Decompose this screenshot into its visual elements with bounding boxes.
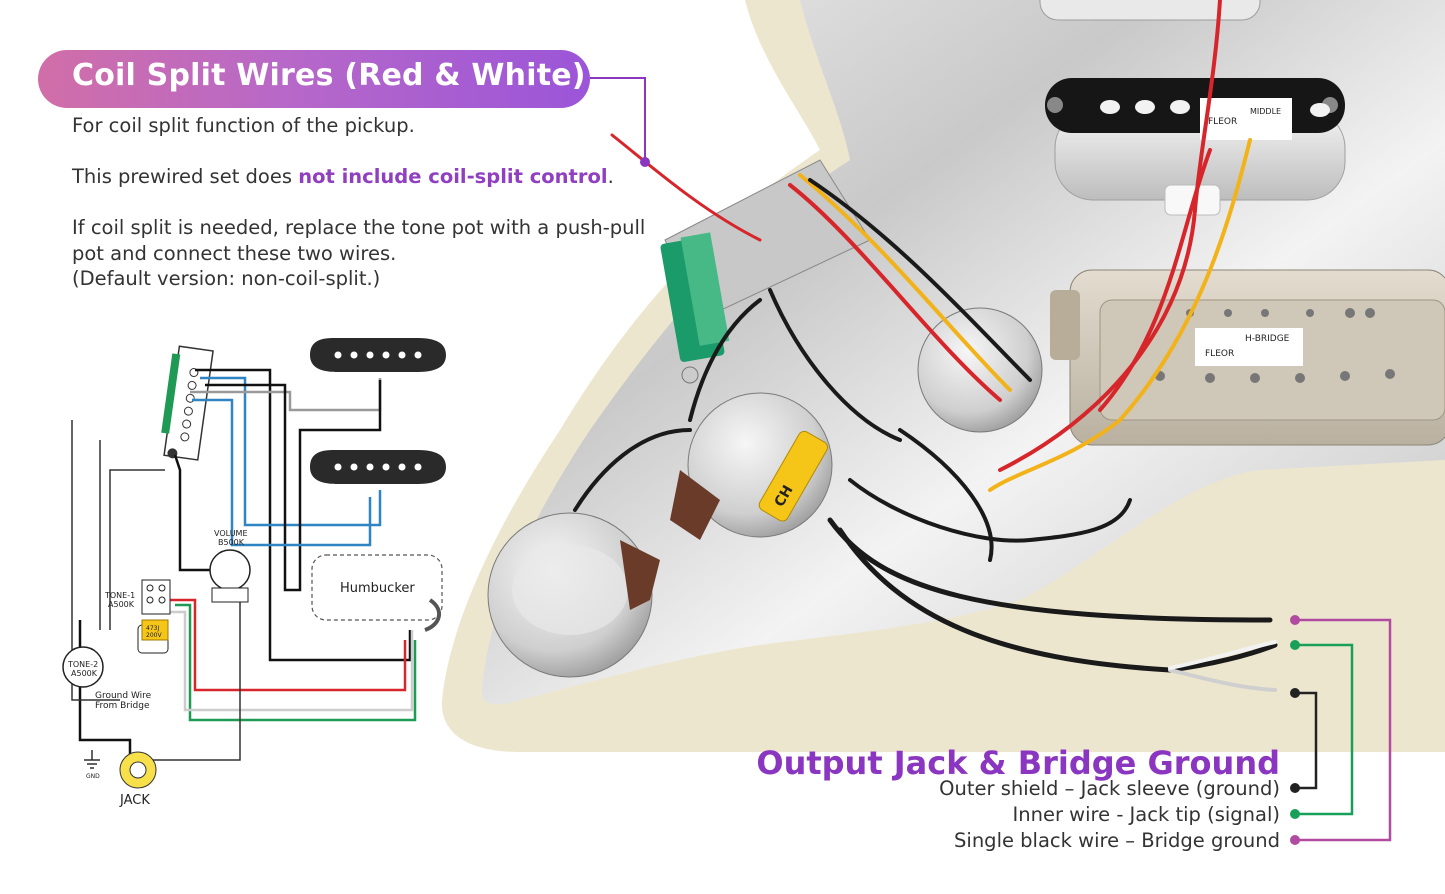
- tone2-label: TONE-2: [67, 660, 98, 669]
- hbridge-brand: FLEOR: [1205, 349, 1234, 359]
- schematic-tone2-pot: TONE-2 A500K: [62, 646, 104, 688]
- coil-split-line-1: For coil split function of the pickup.: [72, 114, 415, 137]
- coil-split-title: Coil Split Wires (Red & White): [72, 58, 586, 93]
- schematic-wires: [71, 368, 441, 761]
- schematic-tone1-pot: TONE-1 A500K: [104, 579, 171, 654]
- ground-wire-label-1: Ground Wire: [95, 691, 152, 701]
- pickguard-photo: FLEOR MIDDLE H-BRIDGE FLEOR: [441, 0, 1445, 752]
- ground-symbol-icon: [84, 750, 100, 769]
- output-leaders: [1290, 615, 1392, 845]
- output-line-outer-shield: Outer shield – Jack sleeve (ground): [939, 777, 1280, 800]
- output-line-inner-wire: Inner wire - Jack tip (signal): [1012, 803, 1280, 826]
- cap-voltage: 200V: [146, 632, 162, 639]
- schematic-humbucker: Humbucker: [311, 554, 443, 621]
- capacitor: CH: [758, 430, 829, 522]
- schematic-switch: [161, 345, 214, 461]
- photo-wires: [573, 0, 1278, 692]
- coil-split-line-3: If coil split is needed, replace the ton…: [72, 216, 646, 239]
- jack-icon: [119, 751, 157, 789]
- gnd-label: GND: [86, 773, 100, 780]
- schematic-pickup-neck: [310, 337, 446, 372]
- coil-split-line-4: pot and connect these two wires.: [72, 242, 397, 265]
- coil-split-line-5: (Default version: non-coil-split.): [72, 267, 381, 290]
- schematic-pickup-middle: [310, 449, 446, 484]
- ground-wire-label-2: From Bridge: [95, 701, 150, 711]
- tone2-value: A500K: [71, 669, 98, 678]
- schematic-capacitor: 473J 200V: [141, 619, 169, 641]
- cap-value: 473J: [146, 625, 159, 632]
- wiring-schematic: Humbucker: [62, 337, 446, 808]
- pot-2: CH: [670, 392, 833, 540]
- volume-value: B500K: [218, 538, 245, 547]
- coil-split-leader: [590, 77, 650, 167]
- volume-label: VOLUME: [214, 529, 248, 538]
- neck-pickup-partial: [1039, 0, 1261, 21]
- jack-label: JACK: [119, 793, 150, 808]
- humbucker-label: Humbucker: [340, 581, 415, 596]
- coil-split-line-2-post: .: [607, 165, 614, 188]
- coil-split-highlight: not include coil-split control: [298, 165, 608, 188]
- coil-split-line-2: This prewired set does not include coil-…: [72, 165, 614, 188]
- pot-1: [487, 512, 660, 678]
- output-jack-title: Output Jack & Bridge Ground: [756, 744, 1280, 782]
- bridge-humbucker: H-BRIDGE FLEOR: [1050, 269, 1445, 446]
- tone1-value: A500K: [108, 600, 135, 609]
- hbridge-label: H-BRIDGE: [1245, 334, 1290, 344]
- tone1-label: TONE-1: [104, 591, 135, 600]
- middle-pickup-label: MIDDLE: [1250, 107, 1281, 116]
- middle-pickup-brand: FLEOR: [1208, 117, 1237, 127]
- coil-split-line-2-pre: This prewired set does: [72, 165, 299, 188]
- five-way-switch: [660, 159, 871, 384]
- output-line-bridge-ground: Single black wire – Bridge ground: [954, 829, 1280, 852]
- coil-split-title-pill: [38, 50, 590, 108]
- pot-3: [917, 307, 1043, 433]
- schematic-volume-pot: VOLUME B500K: [209, 529, 251, 603]
